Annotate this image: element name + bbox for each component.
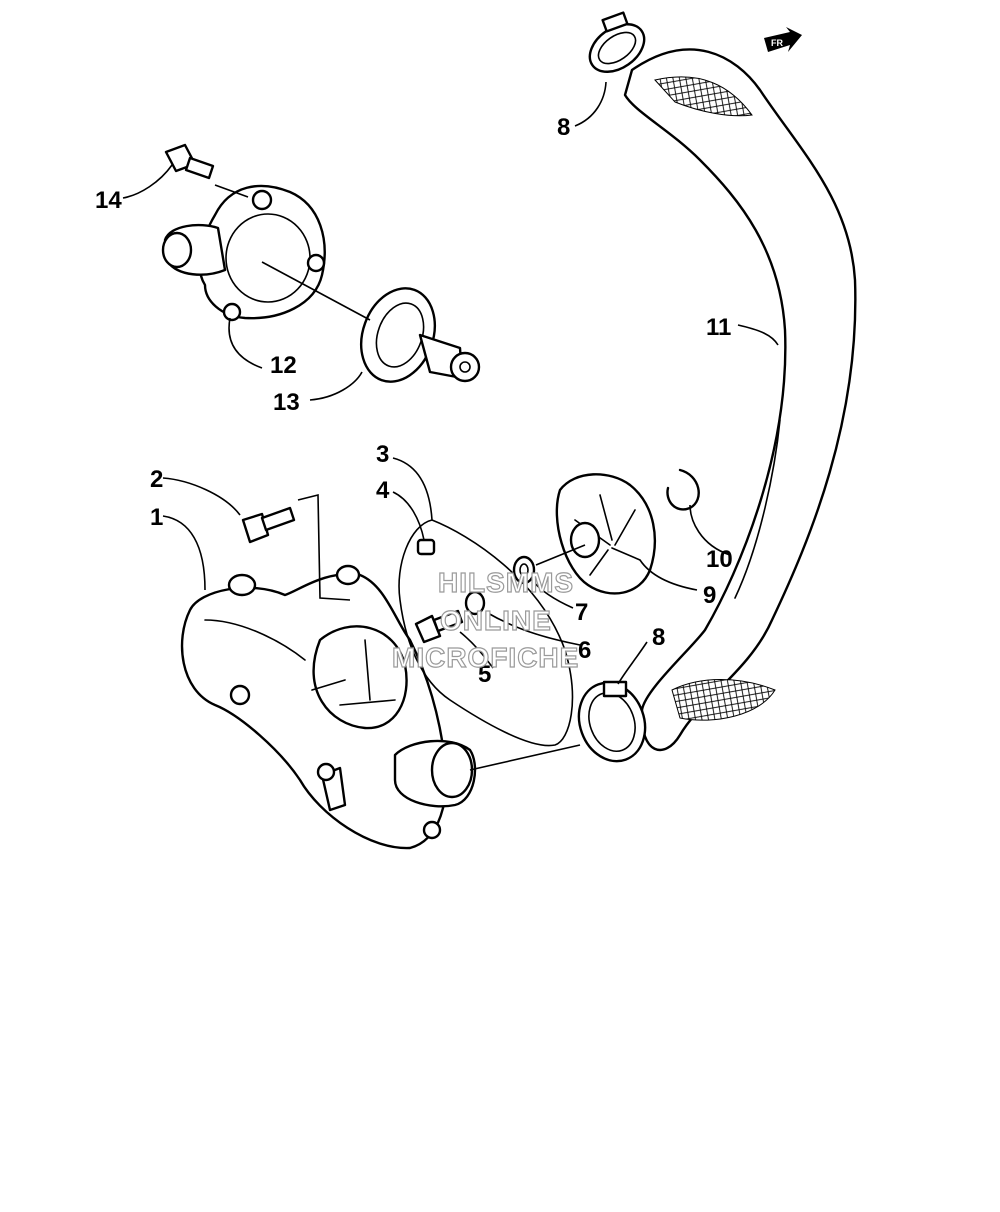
callout-4: 4 bbox=[376, 477, 390, 504]
thermostat bbox=[360, 287, 481, 383]
callout-12: 12 bbox=[270, 352, 297, 379]
callout-8-lower: 8 bbox=[652, 624, 665, 651]
gasket-o-ring bbox=[398, 519, 574, 747]
bolt-5 bbox=[414, 609, 464, 644]
callout-9: 9 bbox=[703, 582, 716, 609]
radiator-hose bbox=[623, 48, 857, 752]
circlip bbox=[666, 468, 700, 511]
dowel-pin bbox=[416, 538, 436, 556]
callout-8-upper: 8 bbox=[557, 114, 570, 141]
seal bbox=[512, 555, 536, 585]
callout-10: 10 bbox=[706, 546, 733, 573]
watermark-line-1: HILSMMS bbox=[438, 567, 574, 598]
washer bbox=[464, 590, 486, 616]
callout-6: 6 bbox=[578, 637, 591, 664]
leader-lines bbox=[122, 81, 779, 771]
watermark-line-3: MICROFICHE bbox=[392, 642, 579, 673]
impeller bbox=[555, 473, 657, 595]
hose-clamp-upper bbox=[588, 11, 646, 73]
svg-text:FR: FR bbox=[771, 38, 783, 48]
thermostat-housing bbox=[161, 184, 326, 322]
callout-3: 3 bbox=[376, 441, 389, 468]
callout-1: 1 bbox=[150, 504, 163, 531]
callout-2: 2 bbox=[150, 466, 163, 493]
water-pump-body bbox=[180, 564, 477, 850]
callout-5: 5 bbox=[478, 661, 491, 688]
watermark: HILSMMS ONLINE MICROFICHE bbox=[391, 566, 579, 673]
watermark-line-2: ONLINE bbox=[440, 605, 552, 636]
fr-arrow-icon: FR bbox=[764, 27, 802, 52]
callout-11: 11 bbox=[706, 314, 731, 341]
callout-7: 7 bbox=[575, 599, 588, 626]
callout-14: 14 bbox=[95, 187, 122, 214]
callout-13: 13 bbox=[273, 389, 300, 416]
hose-clamp-lower bbox=[577, 680, 647, 763]
bolt-2 bbox=[241, 506, 296, 544]
bolt-14 bbox=[164, 143, 215, 180]
